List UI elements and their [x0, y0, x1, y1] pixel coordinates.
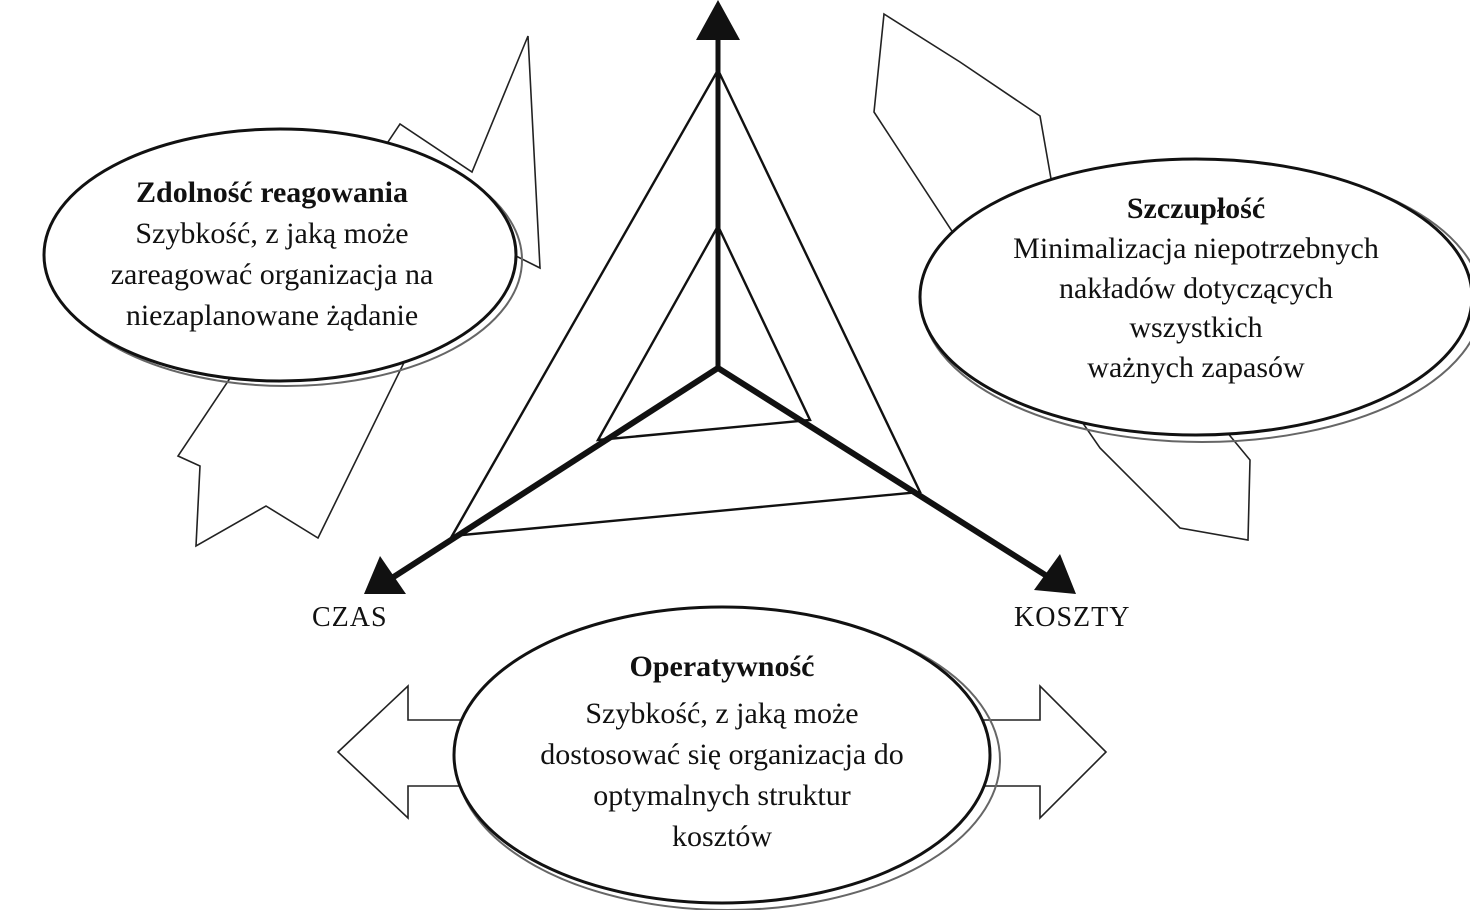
leanness-line-4: ważnych zapasów [1087, 351, 1305, 384]
axis-cost [716, 365, 1076, 594]
axis-label-cost: KOSZTY [1014, 602, 1130, 633]
axis-label-time: CZAS [312, 602, 388, 633]
leanness-line-2: nakładów dotyczących [1059, 272, 1333, 305]
leanness-line-3: wszystkich [1129, 311, 1262, 344]
ellipse-responsiveness [42, 127, 523, 387]
responsiveness-line-2: zareagować organizacja na [111, 258, 434, 291]
arrowhead-left-icon [364, 556, 406, 594]
axis-time [364, 365, 720, 594]
arrowhead-right-icon [1034, 554, 1076, 594]
outer-triangle [449, 67, 922, 538]
responsiveness-line-1: Szybkość, z jaką może [135, 217, 408, 250]
arrowhead-up-icon [696, 0, 740, 40]
responsiveness-line-3: niezaplanowane żądanie [126, 299, 418, 332]
agility-line-2: dostosować się organizacja do [540, 738, 904, 771]
agility-line-4: kosztów [672, 820, 772, 853]
ellipse-leanness [918, 157, 1470, 443]
leanness-title: Szczupłość [1127, 192, 1265, 225]
agility-title: Operatywność [630, 650, 815, 683]
ellipse-agility [452, 605, 1001, 910]
leanness-line-1: Minimalizacja niepotrzebnych [1013, 232, 1379, 265]
inner-triangle [595, 223, 812, 442]
agility-line-1: Szybkość, z jaką może [585, 697, 858, 730]
axis-vertical [696, 0, 740, 368]
agility-line-3: optymalnych struktur [593, 779, 850, 812]
responsiveness-title: Zdolność reagowania [136, 176, 408, 209]
